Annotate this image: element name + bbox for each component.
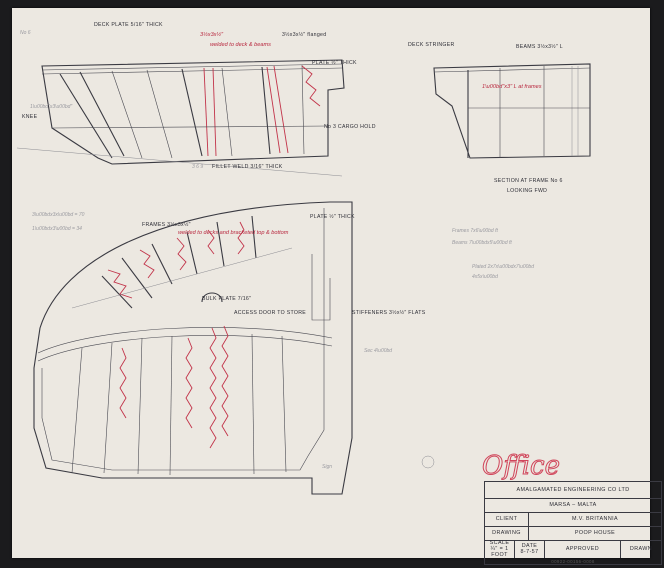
- tb-footer: 00922-00156-0008: [551, 559, 595, 564]
- office-stamp: Office: [482, 451, 560, 481]
- tb-client-row: CLIENT M.V. BRITANNIA: [485, 512, 661, 527]
- label-plate-thick: PLATE ½" THICK: [312, 59, 357, 66]
- tb-client-value: M.V. BRITANNIA: [571, 516, 619, 522]
- section-title: SECTION AT FRAME No 6: [494, 178, 563, 184]
- top-elevation: No 6 3 6 9 1\u00bd"x3\u00bd": [16, 30, 345, 177]
- title-block: AMALGAMATED ENGINEERING CO LTD MARSA – M…: [484, 481, 662, 565]
- label-red-note-plan: welded to decks and bracketed top & bott…: [178, 230, 289, 236]
- label-hatch-angle: 3½x3x½″: [200, 31, 224, 38]
- label-frames-plan: FRAMES 3½x3x½": [142, 221, 191, 228]
- label-fillet-weld: FILLET WELD 3/16" THICK: [212, 164, 283, 170]
- label-cargo-hold: No 3 CARGO HOLD: [324, 124, 376, 130]
- label-frames-top: 3½x3x½" flanged: [282, 31, 326, 38]
- svg-text:Plated 2x7x\u00bdx7\u00bd: Plated 2x7x\u00bdx7\u00bd: [472, 264, 534, 270]
- tb-drawn: DRAWN: [629, 546, 653, 552]
- tb-company-row: AMALGAMATED ENGINEERING CO LTD: [485, 482, 661, 499]
- tb-drawing-value: POOP HOUSE: [574, 530, 616, 536]
- svg-text:3\u00bdx3x\u00bd = 70: 3\u00bdx3x\u00bd = 70: [32, 212, 85, 218]
- tb-date: DATE 8-7-57: [515, 540, 545, 558]
- label-bulk-plate: BULK PLATE 7/16": [202, 296, 251, 302]
- section-subtitle: LOOKING FWD: [507, 188, 547, 194]
- label-deck-stringer: DECK STRINGER: [408, 42, 455, 48]
- section-at-frame: 1\u00bd"x3" L at frames: [433, 63, 591, 159]
- tb-client-label: CLIENT: [485, 512, 529, 526]
- svg-text:No 6: No 6: [20, 30, 31, 36]
- tb-drawing-row: DRAWING POOP HOUSE: [485, 526, 661, 541]
- tb-location-row: MARSA – MALTA: [485, 498, 661, 513]
- label-access-door: ACCESS DOOR TO STORE: [234, 310, 306, 316]
- tb-meta-row: SCALE ¼" = 1 FOOT DATE 8-7-57 APPROVED D…: [485, 540, 661, 558]
- engineering-drawing: No 6 3 6 9 1\u00bd"x3\u00bd" 1\u00bd"x3"…: [16, 22, 591, 495]
- svg-text:4x5x\u00bd: 4x5x\u00bd: [472, 274, 498, 280]
- svg-text:1\u00bd"x3\u00bd": 1\u00bd"x3\u00bd": [30, 104, 72, 110]
- tb-scale: SCALE ¼" = 1 FOOT: [485, 540, 515, 558]
- svg-text:1\u00bd"x3" L at frames: 1\u00bd"x3" L at frames: [482, 84, 542, 90]
- label-stiffeners: STIFFENERS 3½x½″ FLATS: [352, 309, 426, 316]
- drawing-sheet: No 6 3 6 9 1\u00bd"x3\u00bd" 1\u00bd"x3"…: [12, 8, 662, 565]
- plan-view: 3\u00bdx3x\u00bd = 70 1\u00bdx3\u00bd = …: [32, 201, 534, 495]
- label-knee: KNEE: [22, 114, 38, 120]
- tb-company: AMALGAMATED ENGINEERING CO LTD: [516, 487, 630, 493]
- svg-text:Beams 7\u00bdx5\u00bd ft: Beams 7\u00bdx5\u00bd ft: [452, 240, 512, 246]
- label-red-note-top: welded to deck & beams: [210, 42, 271, 48]
- tb-drawing-label: DRAWING: [485, 526, 529, 540]
- label-deck-plate: DECK PLATE 5/16" THICK: [94, 22, 163, 28]
- svg-text:3 6 9: 3 6 9: [192, 164, 203, 170]
- svg-text:Frames 7x6\u00bd ft: Frames 7x6\u00bd ft: [452, 228, 498, 234]
- label-beams: BEAMS 3½x3½″ L: [516, 43, 563, 50]
- svg-text:Sec 4\u00bd: Sec 4\u00bd: [364, 348, 392, 354]
- svg-text:1\u00bdx3\u00bd = 34: 1\u00bdx3\u00bd = 34: [32, 226, 82, 232]
- svg-text:Sign: Sign: [322, 464, 332, 470]
- label-plate-plan: PLATE ½" THICK: [310, 213, 355, 220]
- tb-approved: APPROVED: [545, 540, 621, 558]
- tb-location: MARSA – MALTA: [549, 502, 597, 508]
